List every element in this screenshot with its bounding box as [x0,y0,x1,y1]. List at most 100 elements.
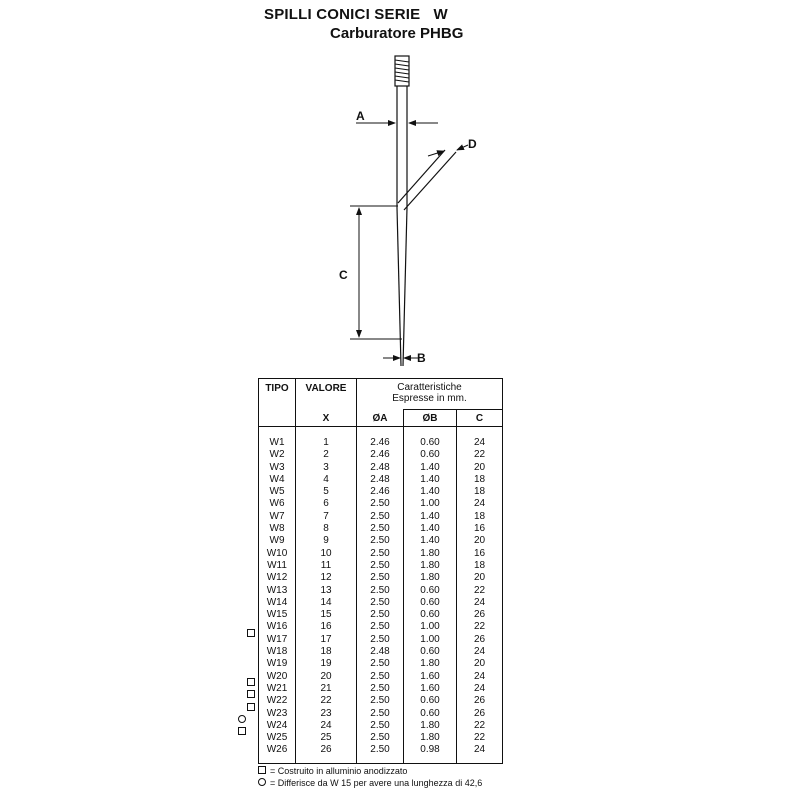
cell-c: 22 [473,584,486,596]
cell-valore: 13 [320,584,332,596]
cell-c: 26 [473,695,486,707]
cell-a: 2.46 [370,437,390,448]
cell-tipo: W9 [269,535,285,547]
cell-tipo: W16 [266,621,288,633]
cell-a: 2.50 [370,559,390,571]
title-series: W [433,6,448,23]
cell-tipo: W4 [269,473,285,485]
header-b: ØB [422,413,438,424]
cell-a: 2.50 [370,596,390,608]
cell-valore: 24 [320,719,332,731]
cell-a: 2.50 [370,498,390,510]
cell-b: 1.60 [420,682,440,694]
cell-c: 18 [473,510,486,522]
needle-body [396,86,408,367]
dimension-a-label: A [356,109,365,123]
cell-b: 1.80 [420,719,440,731]
cell-tipo: W2 [269,449,285,461]
cell-valore: 7 [323,510,329,522]
cell-c: 22 [473,449,486,461]
cell-b: 1.80 [420,658,440,670]
header-espresse: Espresse in mm. [392,393,467,404]
cell-b: 0.60 [420,695,440,707]
col-divider [403,409,404,763]
legend-circle: = Differisce da W 15 per avere una lungh… [258,778,482,789]
spec-table: TIPO VALORE Caratteristiche Espresse in … [258,378,503,764]
aluminium-mark [247,703,255,713]
cell-valore: 8 [323,523,329,535]
detail-leader [397,149,457,211]
cell-c: 20 [473,535,486,547]
cell-c: 24 [473,498,486,510]
cell-c: 20 [473,658,486,670]
cell-valore: 18 [320,646,332,658]
cell-a: 2.50 [370,658,390,670]
cell-a: 2.46 [370,449,390,461]
cell-valore: 9 [323,535,329,547]
circle-marker [258,778,266,786]
cell-valore: 1 [323,437,329,448]
cell-c: 24 [473,670,486,682]
cell-a: 2.50 [370,707,390,719]
cell-c: 22 [473,621,486,633]
aluminium-mark [238,727,246,737]
square-marker [238,727,246,735]
needle-drawing: A D C B [339,55,477,367]
cell-c: 16 [473,523,486,535]
cell-valore: 15 [320,609,332,621]
cell-tipo: W26 [266,744,288,756]
cell-c: 26 [473,707,486,719]
aluminium-mark [247,629,255,639]
cell-b: 1.40 [420,523,440,535]
cell-b: 1.40 [420,486,440,498]
cell-valore: 16 [320,621,332,633]
cell-valore: 21 [320,682,332,694]
cell-valore: 26 [320,744,332,756]
cell-tipo: W7 [269,510,285,522]
cell-tipo: W25 [266,732,288,744]
cell-valore: 6 [323,498,329,510]
cell-a: 2.50 [370,744,390,756]
cell-valore: 10 [320,547,332,559]
dimension-b: B [383,351,426,365]
cell-c: 18 [473,486,486,498]
aluminium-mark [247,690,255,700]
cell-c: 24 [473,744,486,756]
cell-b: 1.80 [420,572,440,584]
cell-b: 1.00 [420,498,440,510]
cell-a: 2.50 [370,609,390,621]
cell-a: 2.50 [370,621,390,633]
cell-tipo: W12 [266,572,288,584]
cell-c: 18 [473,473,486,485]
dimension-c-label: C [339,268,348,282]
col-divider [456,409,457,763]
page-title: SPILLI CONICI SERIE W [264,6,448,23]
cell-tipo: W8 [269,523,285,535]
cell-valore: 22 [320,695,332,707]
cell-tipo: W21 [266,682,288,694]
cell-a: 2.48 [370,646,390,658]
cell-b: 0.60 [420,584,440,596]
header-divider [403,409,502,410]
cell-valore: 23 [320,707,332,719]
cell-a: 2.48 [370,473,390,485]
cell-valore: 11 [320,559,332,571]
cell-valore: 17 [320,633,332,645]
cell-b: 0.60 [420,646,440,658]
circle-marker [238,715,246,723]
cell-a: 2.48 [370,461,390,473]
cell-a: 2.50 [370,535,390,547]
